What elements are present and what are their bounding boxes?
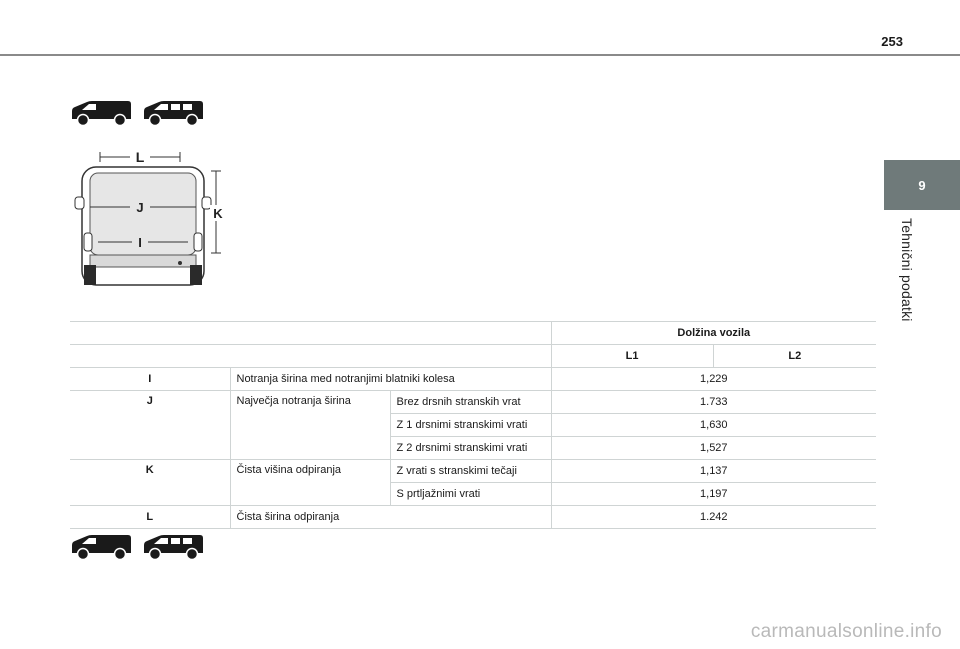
diagram-label-j: J bbox=[136, 200, 143, 215]
chapter-title: Tehnični podatki bbox=[899, 218, 915, 322]
row-description: Čista širina odpiranja bbox=[229, 505, 552, 529]
diagram-label-k: K bbox=[213, 206, 223, 221]
diagram-label-i: I bbox=[138, 235, 142, 250]
col-l2: L2 bbox=[712, 344, 877, 368]
table-row: J Največja notranja širina Brez drsnih s… bbox=[70, 390, 877, 460]
row-value: 1,527 bbox=[550, 436, 877, 460]
diagram-label-l: L bbox=[136, 149, 145, 165]
chapter-number: 9 bbox=[918, 177, 926, 193]
row-condition: Z 2 drsnimi stranskimi vrati bbox=[389, 436, 552, 460]
dimensions-table: Dolžina vozila L1 L2 I Notranja širina m… bbox=[70, 321, 877, 529]
row-description: Notranja širina med notranjimi blatniki … bbox=[229, 367, 552, 391]
van-icon bbox=[72, 535, 131, 561]
table-row: Z 2 drsnimi stranskimi vrati 1,527 bbox=[70, 436, 877, 460]
vehicle-icons-bottom bbox=[70, 532, 204, 562]
van-icon bbox=[72, 101, 131, 127]
row-code: J bbox=[70, 390, 230, 460]
rear-view-diagram: L J I K bbox=[74, 149, 226, 286]
row-value: 1,229 bbox=[550, 367, 877, 391]
row-value: 1,197 bbox=[550, 482, 877, 506]
row-condition: S prtljažnimi vrati bbox=[389, 482, 552, 506]
row-condition: Brez drsnih stranskih vrat bbox=[389, 390, 552, 414]
van-glazed-icon bbox=[144, 101, 203, 127]
van-glazed-icon bbox=[144, 535, 203, 561]
row-code: L bbox=[70, 505, 230, 529]
page-number: 253 bbox=[881, 34, 903, 49]
row-value: 1.242 bbox=[550, 505, 877, 529]
table-subheader-row: L1 L2 bbox=[70, 344, 877, 368]
row-value: 1.733 bbox=[550, 390, 877, 414]
row-code: I bbox=[70, 367, 230, 391]
table-row: Z 1 drsnimi stranskimi vrati 1,630 bbox=[70, 413, 877, 437]
table-row: I Notranja širina med notranjimi blatnik… bbox=[70, 367, 877, 391]
row-condition: Z vrati s stranskimi tečaji bbox=[389, 459, 552, 483]
table-row: K Čista višina odpiranja Z vrati s stran… bbox=[70, 459, 877, 506]
header-rule bbox=[0, 54, 960, 56]
table-header-row: Dolžina vozila bbox=[70, 321, 877, 345]
col-l1: L1 bbox=[550, 344, 714, 368]
row-description: Največja notranja širina bbox=[229, 390, 390, 460]
watermark: carmanualsonline.info bbox=[750, 621, 942, 642]
row-code: K bbox=[70, 459, 230, 506]
row-value: 1,630 bbox=[550, 413, 877, 437]
row-value: 1,137 bbox=[550, 459, 877, 483]
vehicle-icons-top bbox=[70, 98, 204, 128]
row-description: Čista višina odpiranja bbox=[229, 459, 390, 506]
vehicle-length-header: Dolžina vozila bbox=[550, 321, 877, 345]
table-row: S prtljažnimi vrati 1,197 bbox=[70, 482, 877, 506]
chapter-tab[interactable]: 9 bbox=[884, 160, 960, 210]
table-row: L Čista širina odpiranja 1.242 bbox=[70, 505, 877, 529]
row-condition: Z 1 drsnimi stranskimi vrati bbox=[389, 413, 552, 437]
